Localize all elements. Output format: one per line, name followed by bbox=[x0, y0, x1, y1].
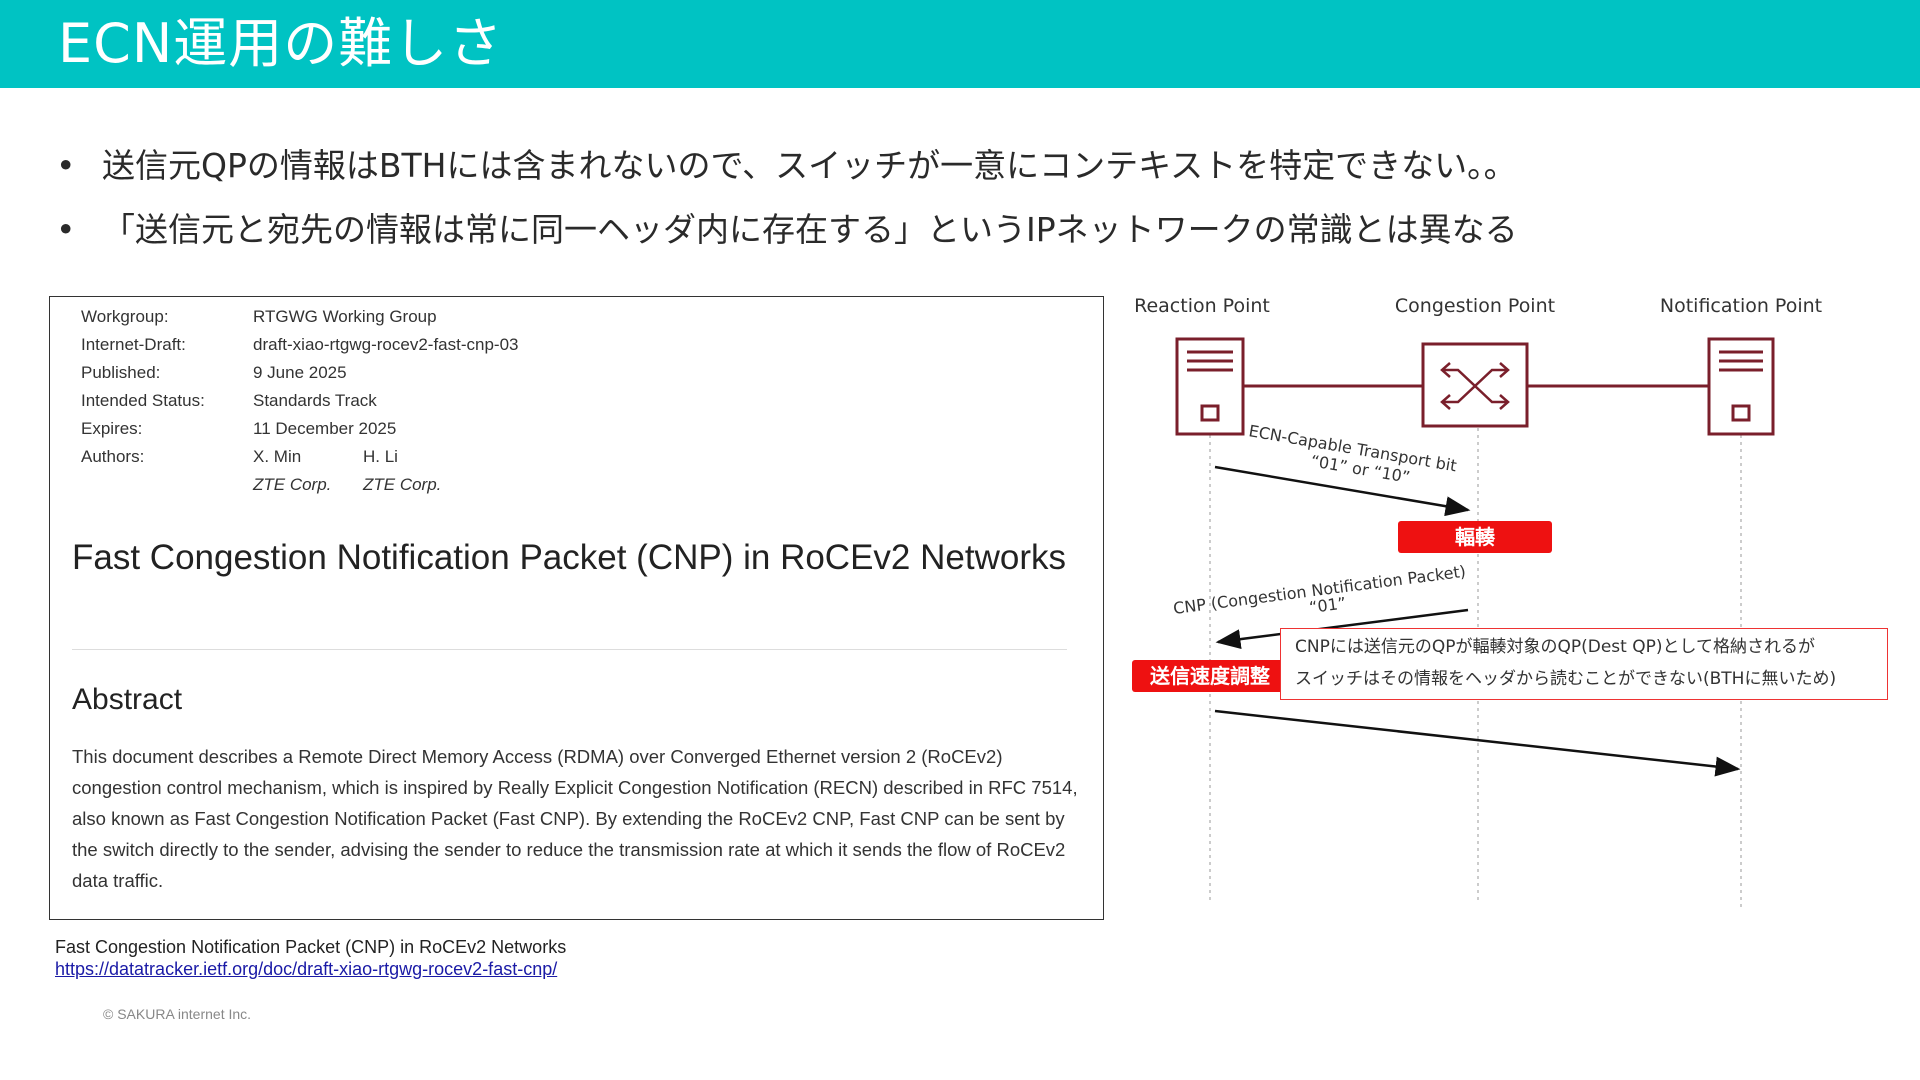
author-2-affiliation: ZTE Corp. bbox=[363, 475, 442, 494]
server-icon bbox=[1707, 337, 1775, 436]
meta-value: Standards Track bbox=[253, 391, 377, 410]
abstract-heading: Abstract bbox=[72, 683, 183, 716]
cnp-sequence-diagram: Reaction Point Congestion Point Notifica… bbox=[1120, 290, 1910, 930]
notification-point-label: Notification Point bbox=[1660, 295, 1822, 317]
meta-key: Intended Status: bbox=[81, 391, 205, 410]
ecn-arrow bbox=[1214, 465, 1471, 517]
slide-title: ECN運用の難しさ bbox=[58, 12, 504, 75]
bullet-text: 「送信元と宛先の情報は常に同一ヘッダ内に存在する」というIPネットワークの常識と… bbox=[102, 210, 1518, 249]
meta-value: RTGWG Working Group bbox=[253, 307, 437, 326]
bullet-item: • 「送信元と宛先の情報は常に同一ヘッダ内に存在する」というIPネットワークの常… bbox=[56, 206, 1856, 270]
bullet-text: 送信元QPの情報はBTHには含まれないので、スイッチが一意にコンテキストを特定で… bbox=[102, 146, 1517, 185]
bullet-dot: • bbox=[56, 210, 76, 249]
meta-value: draft-xiao-rtgwg-rocev2-fast-cnp-03 bbox=[253, 335, 519, 354]
cnp-note-box: CNPには送信元のQPが輻輳対象のQP(Dest QP)として格納されるが スイ… bbox=[1280, 628, 1888, 700]
author-1: X. Min bbox=[253, 447, 302, 466]
congestion-point-label: Congestion Point bbox=[1395, 295, 1555, 317]
note-line: スイッチはその情報をヘッダから読むことができない(BTHに無いため) bbox=[1295, 669, 1837, 689]
meta-value: 11 December 2025 bbox=[253, 419, 397, 438]
internet-draft-screenshot: Workgroup: RTGWG Working Group Internet-… bbox=[49, 296, 1104, 920]
abstract-text: This document describes a Remote Direct … bbox=[72, 746, 1078, 891]
draft-title: Fast Congestion Notification Packet (CNP… bbox=[72, 538, 1066, 577]
reaction-point-label: Reaction Point bbox=[1134, 295, 1270, 317]
rate-adjust-tag: 送信速度調整 bbox=[1132, 660, 1288, 692]
diagram-canvas: Reaction Point Congestion Point Notifica… bbox=[1134, 295, 1822, 910]
meta-key: Internet-Draft: bbox=[81, 335, 186, 354]
copyright: © SAKURA internet Inc. bbox=[103, 1006, 252, 1022]
cnp-value-label: “01” bbox=[1308, 593, 1347, 617]
author-1-affiliation: ZTE Corp. bbox=[253, 475, 332, 494]
meta-value: 9 June 2025 bbox=[253, 363, 347, 382]
meta-key: Authors: bbox=[81, 447, 145, 466]
bullet-list: • 送信元QPの情報はBTHには含まれないので、スイッチが一意にコンテキストを特… bbox=[56, 142, 1856, 270]
bullet-item: • 送信元QPの情報はBTHには含まれないので、スイッチが一意にコンテキストを特… bbox=[56, 142, 1856, 206]
meta-key: Published: bbox=[81, 363, 161, 382]
meta-key: Workgroup: bbox=[81, 307, 169, 326]
note-line: CNPには送信元のQPが輻輳対象のQP(Dest QP)として格納されるが bbox=[1295, 637, 1815, 657]
congestion-tag: 輻輳 bbox=[1398, 521, 1552, 553]
bullet-dot: • bbox=[56, 146, 76, 185]
switch-icon bbox=[1421, 342, 1529, 428]
data-flow-arrow bbox=[1214, 709, 1741, 777]
server-icon bbox=[1175, 337, 1245, 436]
author-2: H. Li bbox=[363, 447, 398, 466]
source-caption: Fast Congestion Notification Packet (CNP… bbox=[55, 936, 566, 980]
cnp-arrow bbox=[1215, 608, 1469, 650]
source-link[interactable]: https://datatracker.ietf.org/doc/draft-x… bbox=[55, 959, 558, 979]
title-bar: ECN運用の難しさ bbox=[0, 0, 1920, 88]
caption-title: Fast Congestion Notification Packet (CNP… bbox=[55, 937, 567, 957]
divider bbox=[72, 649, 1067, 650]
meta-key: Expires: bbox=[81, 419, 143, 438]
